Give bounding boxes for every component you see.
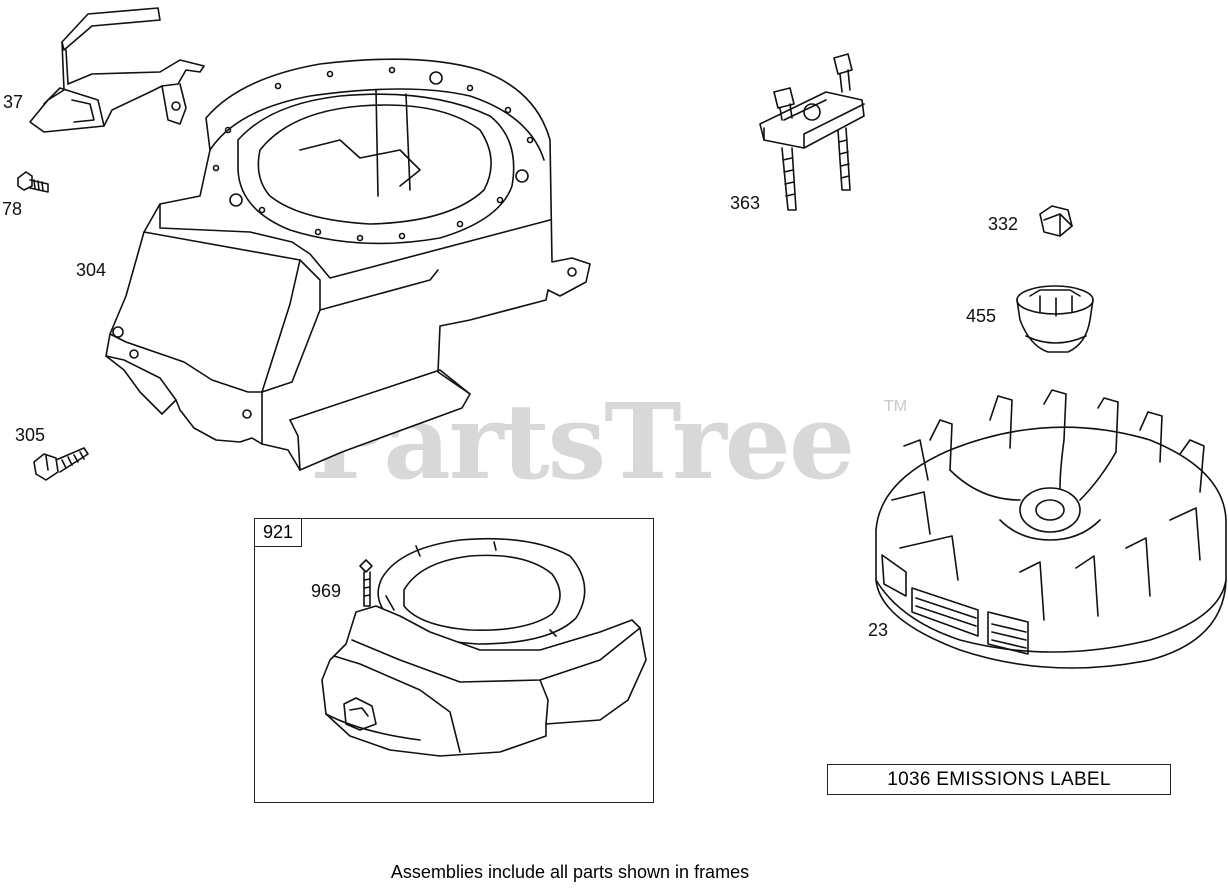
bolt-part-78[interactable] bbox=[17, 171, 49, 193]
flywheel-part-23[interactable] bbox=[875, 389, 1227, 669]
callout-332[interactable]: 332 bbox=[988, 214, 1019, 234]
callout-305[interactable]: 305 bbox=[15, 425, 46, 445]
blower-housing-assembly-921[interactable] bbox=[321, 537, 647, 757]
callout-969[interactable]: 969 bbox=[311, 581, 342, 601]
trademark-mark: TM bbox=[884, 398, 908, 415]
bolt-part-305[interactable] bbox=[33, 447, 89, 481]
footnote: Assemblies include all parts shown in fr… bbox=[390, 862, 750, 882]
starter-cup-part-455[interactable] bbox=[1016, 285, 1094, 353]
callout-78[interactable]: 78 bbox=[2, 199, 23, 219]
callout-23[interactable]: 23 bbox=[868, 620, 889, 640]
callout-304[interactable]: 304 bbox=[76, 260, 107, 280]
assembly-frame-921: 921 bbox=[254, 518, 654, 803]
blower-housing-part-304[interactable] bbox=[105, 58, 591, 471]
emissions-label-1036[interactable]: 1036 EMISSIONS LABEL bbox=[827, 764, 1171, 795]
callout-363[interactable]: 363 bbox=[730, 193, 761, 213]
callout-455[interactable]: 455 bbox=[966, 306, 997, 326]
frame-tag-921[interactable]: 921 bbox=[255, 519, 303, 547]
bracket-part-363[interactable] bbox=[759, 53, 865, 211]
callout-37[interactable]: 37 bbox=[3, 92, 24, 112]
air-guide-part-37[interactable] bbox=[29, 7, 205, 133]
nut-part-332[interactable] bbox=[1039, 205, 1073, 237]
